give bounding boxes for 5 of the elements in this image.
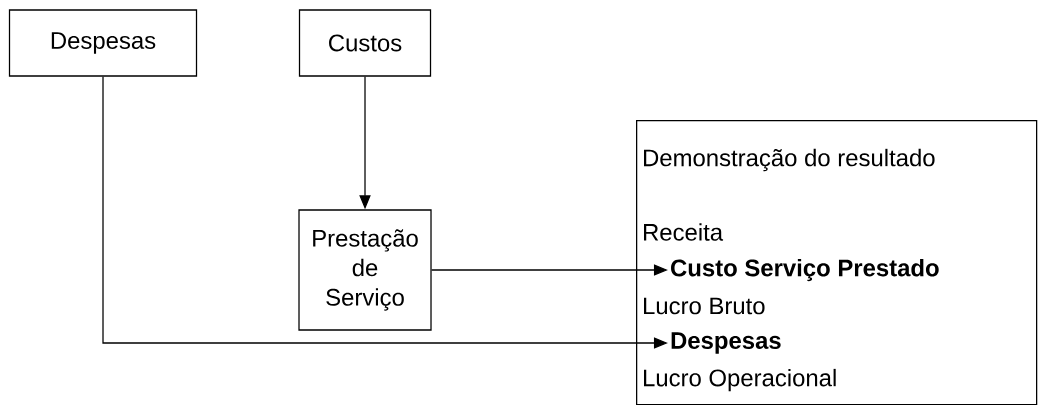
process-box: Despesas xyxy=(8,9,198,77)
process-box: Custos xyxy=(298,9,432,77)
statement-line: Despesas xyxy=(671,332,781,354)
process-box: Prestação de Serviço xyxy=(298,209,432,331)
statement-line: Custo Serviço Prestado xyxy=(671,258,939,282)
